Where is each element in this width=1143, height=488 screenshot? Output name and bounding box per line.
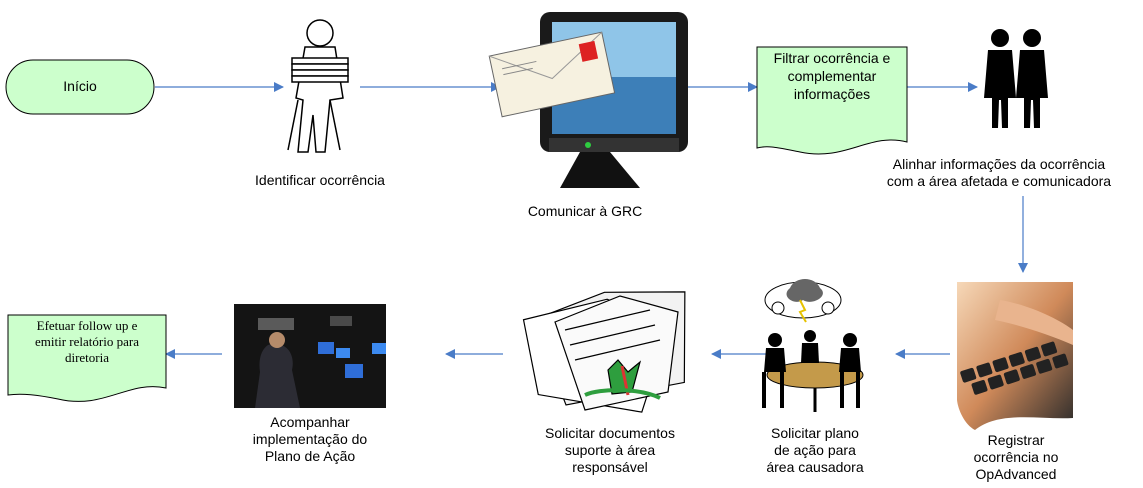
actionplan-line-1: Solicitar plano <box>771 425 859 441</box>
filter-line-2: complementar <box>787 68 877 84</box>
start-terminator <box>5 59 155 115</box>
monitor-text: Acompanhar implementação do Plano de Açã… <box>230 414 390 465</box>
person-carrying-papers-icon <box>287 19 349 153</box>
followup-line-3: diretoria <box>64 350 110 365</box>
align-line-1: Alinhar informações da ocorrência <box>892 156 1106 172</box>
computer-monitor-envelope-icon <box>488 12 688 188</box>
two-people-icon <box>984 29 1048 128</box>
monitor-line-3: Plano de Ação <box>264 448 356 464</box>
align-text: Alinhar informações da ocorrência com a … <box>858 156 1140 190</box>
filter-text: Filtrar ocorrência e complementar inform… <box>757 49 907 103</box>
filter-document-shape <box>756 46 908 155</box>
monitor-line-1: Acompanhar <box>270 414 350 430</box>
communicate-caption: Comunicar à GRC <box>527 203 643 219</box>
meeting-table-icon <box>762 279 864 412</box>
identify-caption: Identificar ocorrência <box>255 172 385 188</box>
filter-line-1: Filtrar ocorrência e <box>773 50 891 66</box>
followup-text: Efetuar follow up e emitir relatório par… <box>8 318 166 366</box>
start-label: Início <box>63 78 97 94</box>
register-text: Registrar ocorrência no OpAdvanced <box>946 432 1086 483</box>
register-line-2: ocorrência no <box>973 449 1059 465</box>
documents-text: Solicitar documentos suporte à área resp… <box>510 425 710 476</box>
actionplan-text: Solicitar plano de ação para área causad… <box>750 425 880 476</box>
register-line-1: Registrar <box>987 432 1045 448</box>
filter-line-3: informações <box>793 86 871 102</box>
documents-line-1: Solicitar documentos <box>545 425 675 441</box>
documents-line-2: suporte à área <box>564 442 656 458</box>
followup-line-2: emitir relatório para <box>35 334 139 349</box>
actionplan-line-3: área causadora <box>766 459 864 475</box>
scattered-documents-icon <box>522 291 686 413</box>
typing-keyboard-photo <box>957 282 1073 430</box>
monitor-line-2: implementação do <box>252 431 368 447</box>
control-room-photo <box>234 304 386 408</box>
actionplan-line-2: de ação para <box>774 442 856 458</box>
align-line-2: com a área afetada e comunicadora <box>886 173 1112 189</box>
register-line-3: OpAdvanced <box>975 466 1057 482</box>
followup-document-shape <box>7 314 167 402</box>
documents-line-3: responsável <box>572 459 648 475</box>
followup-line-1: Efetuar follow up e <box>36 318 138 333</box>
